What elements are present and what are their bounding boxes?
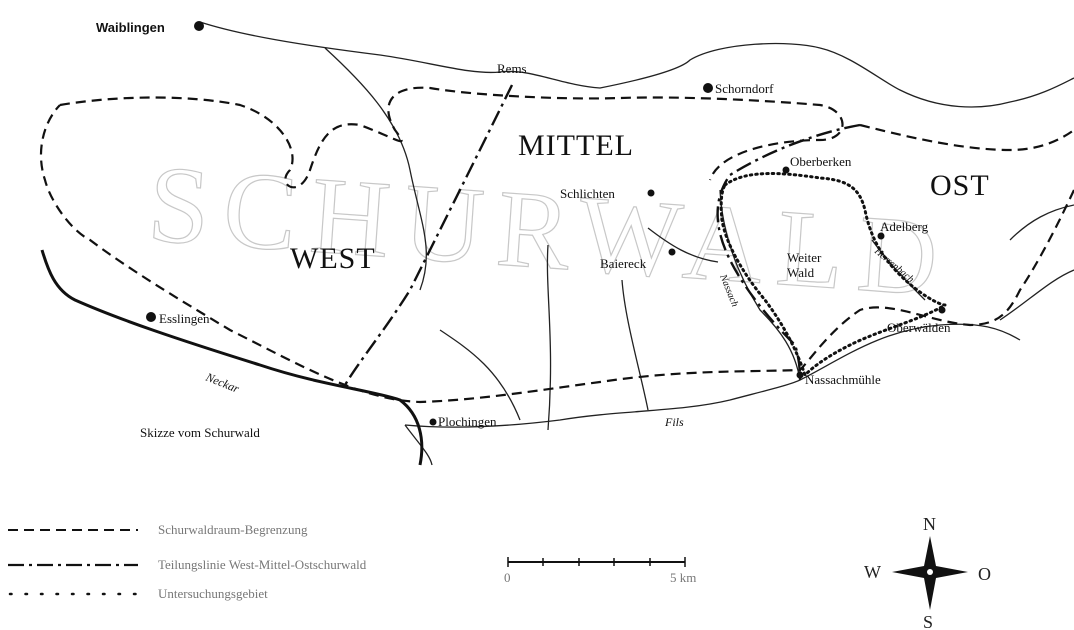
town-label-schlichten: Schlichten <box>560 186 615 201</box>
compass-rose: N S W O <box>864 514 991 630</box>
baiereck-stream <box>647 227 719 263</box>
town-label-nassachmuehle: Nassachmühle <box>805 372 881 387</box>
town-label-baiereck: Baiereck <box>600 256 647 271</box>
esslingen-marker <box>146 312 156 322</box>
division-lines <box>343 84 861 386</box>
legend-division-label: Teilungslinie West-Mittel-Ostschurwald <box>158 557 367 572</box>
river-label-fils: Fils <box>664 415 684 429</box>
fils-river <box>404 323 1021 428</box>
town-markers <box>146 21 946 426</box>
river-label-rems: Rems <box>497 61 527 76</box>
town-label-esslingen: Esslingen <box>159 311 210 326</box>
compass-s: S <box>923 612 933 630</box>
legend: Schurwaldraum-Begrenzung Teilungslinie W… <box>8 522 367 601</box>
east-stream <box>999 269 1074 321</box>
legend-study-label: Untersuchungsgebiet <box>158 586 268 601</box>
oberberken-marker <box>782 166 790 174</box>
scale-end-label: 5 km <box>670 570 696 585</box>
compass-o: O <box>978 564 991 584</box>
tributary-1 <box>324 47 427 291</box>
nassach-river <box>719 189 801 381</box>
map-caption: Skizze vom Schurwald <box>140 425 260 440</box>
schlichten-marker <box>647 189 655 197</box>
scale-start-label: 0 <box>504 570 511 585</box>
legend-boundary-label: Schurwaldraum-Begrenzung <box>158 522 308 537</box>
region-label-west: WEST <box>290 242 376 275</box>
division-west-mittel <box>343 84 514 386</box>
town-label-plochingen: Plochingen <box>438 414 497 429</box>
waiblingen-marker <box>194 21 204 31</box>
river-label-neckar: Neckar <box>203 369 242 395</box>
adelberg-marker <box>877 232 885 240</box>
fils-lower <box>404 424 433 466</box>
tributary-3 <box>546 244 552 431</box>
oberwaelden-marker <box>938 306 946 314</box>
rems-river <box>199 21 1074 108</box>
neckar-river <box>40 249 424 466</box>
tributary-4 <box>621 279 649 411</box>
town-label-oberberken: Oberberken <box>790 154 852 169</box>
town-label-waiblingen: Waiblingen <box>96 20 165 35</box>
tributary-2 <box>439 329 521 421</box>
region-label-ost: OST <box>930 169 990 202</box>
study-area-line <box>719 172 951 378</box>
schorndorf-marker <box>703 83 713 93</box>
town-label-adelberg: Adelberg <box>880 219 929 234</box>
compass-n: N <box>923 514 936 534</box>
east-stream-2 <box>1009 204 1074 241</box>
baiereck-marker <box>668 248 676 256</box>
plochingen-marker <box>429 418 437 426</box>
division-mittel-ost <box>716 123 861 381</box>
compass-w: W <box>864 562 881 582</box>
region-label-mittel: MITTEL <box>518 129 634 162</box>
town-label-schorndorf: Schorndorf <box>715 81 774 96</box>
boundary-line <box>39 86 1074 404</box>
nassachmuehle-marker <box>796 371 804 379</box>
town-label-oberwaelden: Oberwälden <box>887 320 951 335</box>
scale-bar: 0 5 km <box>504 557 696 585</box>
